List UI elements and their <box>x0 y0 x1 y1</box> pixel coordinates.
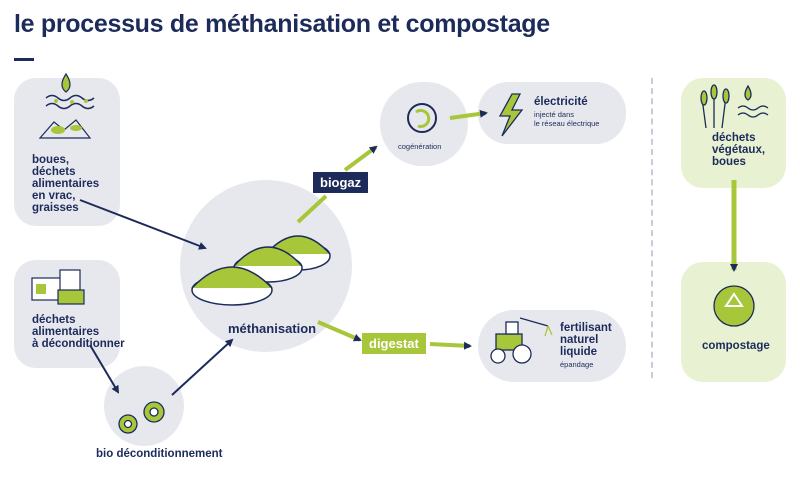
arrow-cogeneration-to-electricite <box>449 109 488 120</box>
gears-icon <box>118 401 165 434</box>
dechets-vegetaux-label: déchets végétaux, boues <box>712 132 766 168</box>
arrow-boues-to-methanisation <box>79 199 207 250</box>
dechets-label: déchets alimentaires à déconditionner <box>32 314 125 350</box>
title-underline <box>14 58 34 61</box>
deconditionnement-circle <box>104 366 184 446</box>
boues-label: boues, déchets alimentaires en vrac, gra… <box>32 154 100 214</box>
arrow-dechets-to-deconditionnement <box>89 344 120 394</box>
food-cans-icon <box>31 269 85 305</box>
lightning-icon <box>498 93 524 137</box>
arrow-digestat-to-fertilisant <box>429 341 472 350</box>
drop-food-icon <box>38 72 95 139</box>
arrow-deconditionnement-to-methanisation <box>171 338 234 396</box>
cogeneration-cycle-icon <box>407 103 437 133</box>
arrow-biogaz-to-cogeneration <box>343 145 378 172</box>
compost-input-box <box>681 78 786 188</box>
cogeneration-box <box>380 82 468 166</box>
electricite-detail: injecté dans le réseau électrique <box>534 110 600 128</box>
digester-domes-icon <box>191 235 331 306</box>
biogaz-tag: biogaz <box>313 172 369 193</box>
recycle-globe-icon <box>713 285 755 327</box>
arrow-methanisation-to-digestat <box>317 320 362 342</box>
fertilisant-label: fertilisant naturel liquide <box>560 322 612 358</box>
methanisation-label: méthanisation <box>228 321 317 336</box>
plants-drop-icon <box>700 84 769 129</box>
tractor-icon <box>490 317 553 364</box>
digestat-tag: digestat <box>362 333 426 354</box>
input-box-boues <box>14 78 120 226</box>
page-title: le processus de méthanisation et compost… <box>14 10 550 38</box>
section-divider <box>651 78 653 378</box>
bio-deconditionnement-label: bio déconditionnement <box>96 448 223 460</box>
arrow-methanisation-to-biogaz <box>296 194 328 224</box>
epandage-label: épandage <box>560 360 594 369</box>
electricite-label: électricité <box>534 96 588 108</box>
compostage-label: compostage <box>702 340 770 352</box>
cogeneration-label: cogénération <box>398 142 442 151</box>
